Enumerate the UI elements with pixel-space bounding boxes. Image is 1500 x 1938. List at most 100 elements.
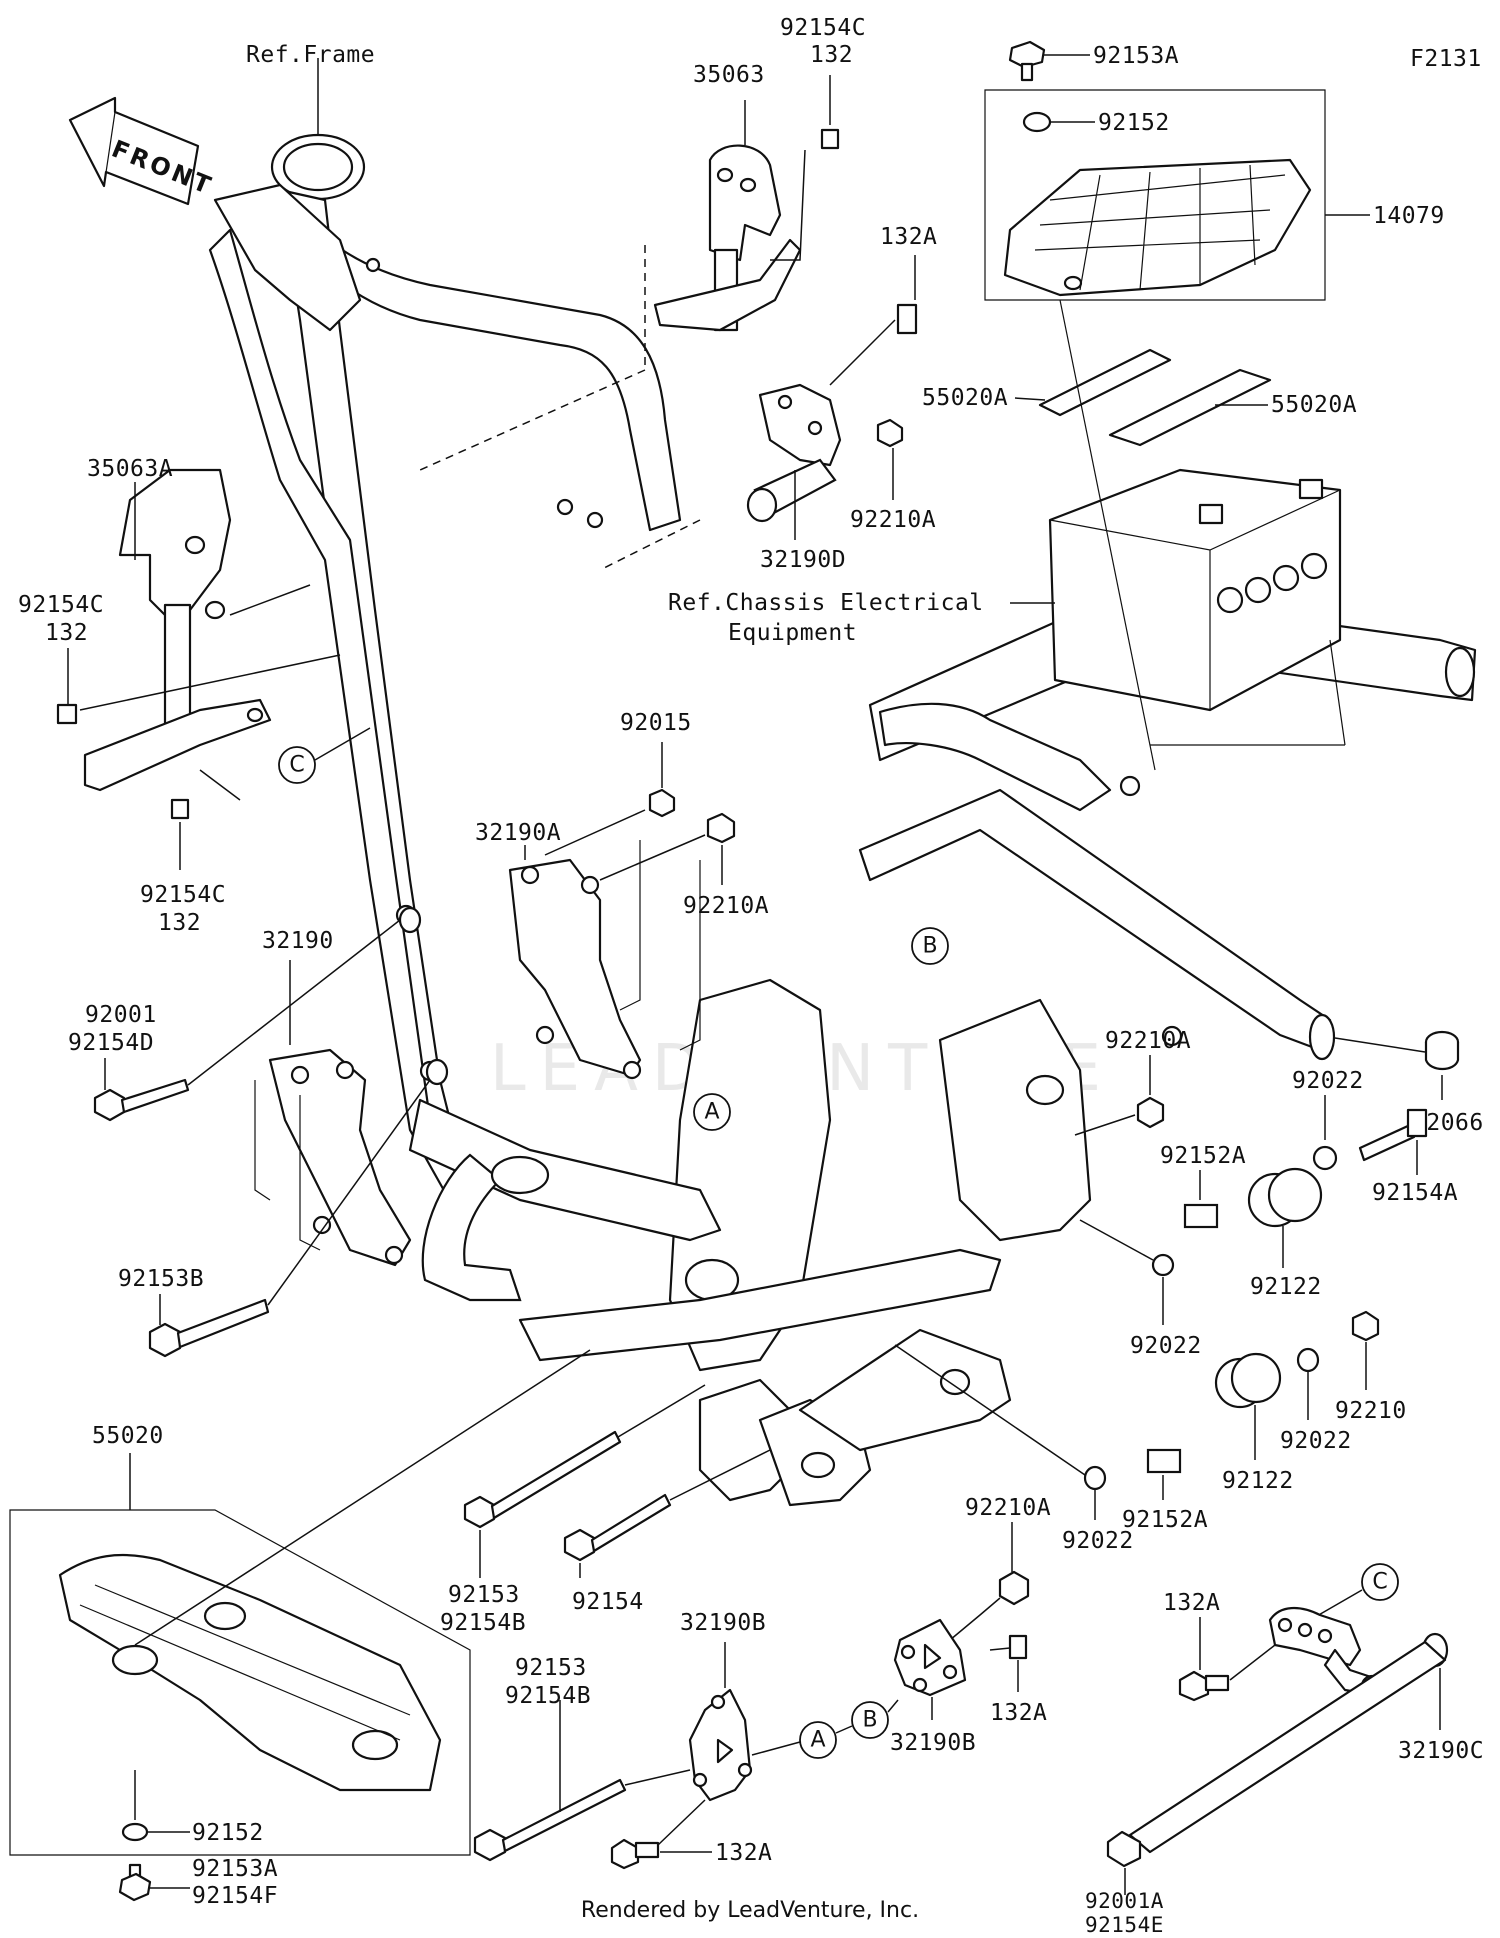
label-92152a-top: 92152A bbox=[1160, 1143, 1246, 1169]
bolt-92153-mid bbox=[463, 1430, 622, 1529]
front-arrow-icon: FRONT bbox=[68, 96, 217, 206]
label-32190c: 32190C bbox=[1398, 1738, 1484, 1764]
footer-credit: Rendered by LeadVenture, Inc. bbox=[580, 1898, 920, 1923]
bolt-92154c-top bbox=[820, 128, 840, 150]
bolt-92153a-top bbox=[1008, 40, 1046, 82]
callout-a-lower: A bbox=[799, 1721, 837, 1759]
bracket-32190a bbox=[508, 858, 642, 1080]
pad-55020a-right bbox=[1108, 368, 1272, 447]
ref-frame-label: Ref.Frame bbox=[246, 42, 375, 68]
label-132a-c: 132A bbox=[1163, 1590, 1220, 1616]
label-132a-bottom: 132A bbox=[715, 1840, 772, 1866]
svg-text:B: B bbox=[922, 934, 937, 959]
svg-text:C: C bbox=[1372, 1570, 1387, 1595]
label-55020: 55020 bbox=[92, 1423, 164, 1449]
bracket-35063a bbox=[83, 468, 272, 792]
skid-plate-55020 bbox=[9, 1509, 471, 1856]
label-92154e: 92154E bbox=[1085, 1913, 1164, 1937]
ref-chassis-line2: Equipment bbox=[728, 620, 857, 646]
bracket-32190b-right bbox=[893, 1618, 967, 1697]
label-92153b: 92153B bbox=[118, 1266, 204, 1292]
axle-32190c bbox=[1106, 1632, 1449, 1868]
bolt-132a-bottom bbox=[610, 1838, 660, 1870]
label-92152-top: 92152 bbox=[1098, 110, 1170, 136]
label-92001a: 92001A bbox=[1085, 1889, 1164, 1913]
bolt-132a-right bbox=[1008, 1634, 1028, 1660]
label-92122-low: 92122 bbox=[1222, 1468, 1294, 1494]
label-92022-bottom: 92022 bbox=[1062, 1528, 1134, 1554]
label-92154b-mid: 92154B bbox=[440, 1610, 526, 1636]
bolt-92153b bbox=[148, 1298, 270, 1358]
label-92154: 92154 bbox=[572, 1589, 644, 1615]
label-92154a: 92154A bbox=[1372, 1180, 1458, 1206]
bracket-32190b-left bbox=[688, 1688, 753, 1802]
label-55020a-left: 55020A bbox=[922, 385, 1008, 411]
callout-b-center: B bbox=[911, 927, 949, 965]
ref-chassis-line1: Ref.Chassis Electrical bbox=[668, 590, 984, 616]
label-35063a: 35063A bbox=[87, 456, 173, 482]
label-92153-low: 92153 bbox=[515, 1655, 587, 1681]
label-92001: 92001 bbox=[85, 1002, 157, 1028]
label-92153a-bottom: 92153A bbox=[192, 1856, 278, 1882]
label-92015: 92015 bbox=[620, 710, 692, 736]
label-32190a: 32190A bbox=[475, 820, 561, 846]
pad-55020a-left bbox=[1038, 348, 1172, 417]
label-92210a-low: 92210A bbox=[965, 1495, 1051, 1521]
bolt-92154c-left bbox=[56, 703, 78, 725]
bracket-32190d bbox=[746, 383, 842, 523]
svg-text:A: A bbox=[704, 1100, 719, 1125]
label-55020a-right: 55020A bbox=[1271, 392, 1357, 418]
bolt-92154c-lower bbox=[170, 798, 190, 820]
label-32190b-right: 32190B bbox=[890, 1730, 976, 1756]
label-132-lower: 132 bbox=[158, 910, 201, 936]
label-92210a-upper: 92210A bbox=[850, 507, 936, 533]
label-92154c-top: 92154C bbox=[780, 15, 866, 41]
collar-92152a-top bbox=[1183, 1203, 1219, 1229]
battery bbox=[1048, 468, 1342, 712]
label-92022-low: 92022 bbox=[1280, 1428, 1352, 1454]
label-92154b-low: 92154B bbox=[505, 1683, 591, 1709]
label-14079: 14079 bbox=[1373, 203, 1445, 229]
nut-92210a-low bbox=[998, 1570, 1030, 1606]
bolt-92001 bbox=[93, 1078, 190, 1122]
bolt-92154a bbox=[1358, 1108, 1428, 1162]
bolt-92153a-bottom bbox=[118, 1863, 152, 1902]
label-92022-mid: 92022 bbox=[1130, 1333, 1202, 1359]
collar-92152a-low bbox=[1146, 1448, 1182, 1474]
nut-92210a-mid bbox=[706, 812, 736, 844]
nut-92210a-right bbox=[1136, 1096, 1165, 1129]
nut-92210a-upper bbox=[876, 418, 904, 448]
label-92154c-lower: 92154C bbox=[140, 882, 226, 908]
bracket-32190 bbox=[268, 1048, 412, 1267]
washer-92152-bottom bbox=[121, 1822, 149, 1842]
bolt-92153-low bbox=[473, 1778, 627, 1862]
label-92154f: 92154F bbox=[192, 1883, 278, 1909]
label-92152a-low: 92152A bbox=[1122, 1507, 1208, 1533]
svg-text:C: C bbox=[289, 753, 304, 778]
callout-a-center: A bbox=[693, 1093, 731, 1131]
svg-text:A: A bbox=[810, 1728, 825, 1753]
label-132a-top: 132A bbox=[880, 224, 937, 250]
label-92153a-top: 92153A bbox=[1093, 43, 1179, 69]
callout-c-right: C bbox=[1361, 1563, 1399, 1601]
label-92154c-left: 92154C bbox=[18, 592, 104, 618]
bolt-132a-top bbox=[896, 303, 918, 335]
label-32190b-top: 32190B bbox=[680, 1610, 766, 1636]
svg-text:B: B bbox=[862, 1708, 877, 1733]
label-92153-mid: 92153 bbox=[448, 1582, 520, 1608]
label-92154d: 92154D bbox=[68, 1030, 154, 1056]
washer-92022-low bbox=[1296, 1347, 1320, 1373]
battery-cover-14079 bbox=[984, 89, 1326, 301]
label-92210a-mid: 92210A bbox=[683, 893, 769, 919]
washer-92022-top bbox=[1312, 1145, 1338, 1171]
nut-92015 bbox=[648, 788, 676, 818]
plug-92066 bbox=[1424, 1030, 1460, 1071]
label-35063: 35063 bbox=[693, 62, 765, 88]
nut-92210 bbox=[1351, 1310, 1380, 1342]
collar-32190-upper bbox=[398, 906, 422, 934]
washer-92022-bottom bbox=[1083, 1465, 1107, 1491]
label-132-top: 132 bbox=[810, 42, 853, 68]
label-92210a-right: 92210A bbox=[1105, 1028, 1191, 1054]
bolt-132a-c bbox=[1178, 1670, 1230, 1702]
